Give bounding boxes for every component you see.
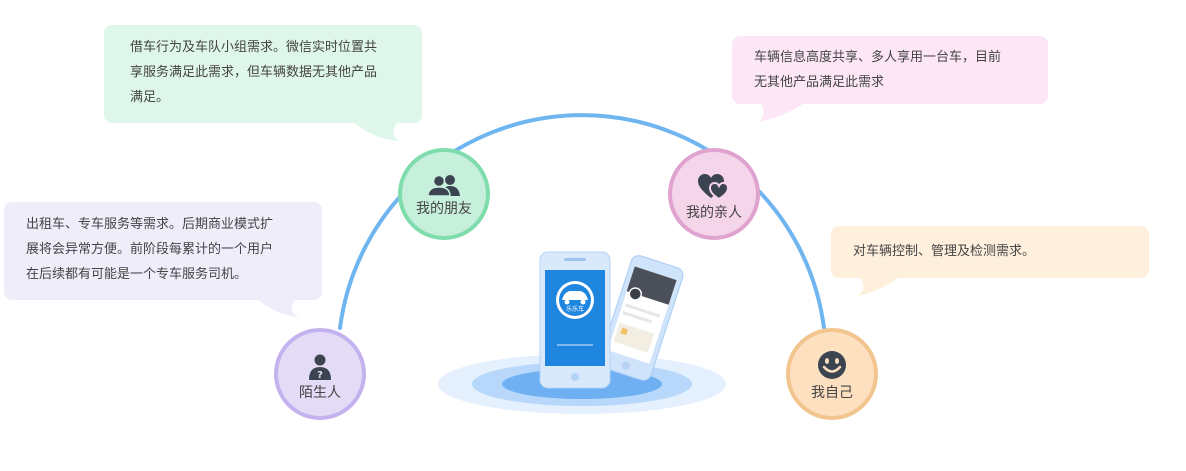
bubble-stranger-tail	[256, 298, 300, 318]
hearts-icon	[698, 174, 730, 200]
bubble-family-line-1: 车辆信息高度共享、多人享用一台车，目前	[754, 50, 1002, 65]
svg-text:?: ?	[317, 370, 323, 380]
node-self: 我自己	[786, 328, 878, 420]
bubble-stranger-line-1: 出租车、专车服务等需求。后期商业模式扩	[26, 217, 274, 232]
smiley-icon	[818, 351, 846, 379]
bubble-family-line-2: 无其他产品满足此需求	[754, 75, 885, 90]
bubble-self-line-1: 对车辆控制、管理及检测需求。	[853, 244, 1036, 259]
bubble-stranger-line-2: 展将会异常方便。前阶段每累计的一个用户	[26, 242, 274, 257]
bubble-family-tail	[758, 102, 806, 122]
node-self-label: 我自己	[811, 385, 853, 401]
bubble-self: 对车辆控制、管理及检测需求。	[831, 226, 1149, 296]
secondary-phone	[598, 255, 684, 381]
bubble-friend-line-3: 满足。	[130, 90, 170, 105]
node-friend: 我的朋友	[398, 148, 490, 240]
bubble-self-tail	[857, 276, 901, 296]
people-icon	[427, 174, 460, 196]
bubble-stranger-line-3: 在后续都有可能是一个专车服务司机。	[26, 267, 248, 282]
node-stranger: ? 陌生人	[274, 328, 366, 420]
node-family-label: 我的亲人	[686, 205, 742, 221]
unknown-person-icon: ?	[309, 354, 331, 380]
bubble-friend-line-1: 借车行为及车队小组需求。微信实时位置共	[130, 40, 378, 55]
bubble-friend-line-2: 享服务满足此需求，但车辆数据无其他产品	[130, 65, 378, 80]
node-stranger-label: 陌生人	[299, 385, 341, 401]
bubble-stranger: 出租车、专车服务等需求。后期商业模式扩 展将会异常方便。前阶段每累计的一个用户 …	[4, 202, 322, 318]
brand-name: 乐乐车	[566, 305, 584, 313]
phone-illustration: 乐乐车	[438, 251, 726, 414]
node-friend-label: 我的朋友	[416, 201, 472, 217]
main-phone: 乐乐车	[539, 251, 611, 389]
node-family: 我的亲人	[668, 148, 760, 240]
bubble-friend: 借车行为及车队小组需求。微信实时位置共 享服务满足此需求，但车辆数据无其他产品 …	[104, 25, 422, 141]
bubble-family: 车辆信息高度共享、多人享用一台车，目前 无其他产品满足此需求	[732, 36, 1048, 122]
bubble-friend-tail	[352, 121, 400, 141]
